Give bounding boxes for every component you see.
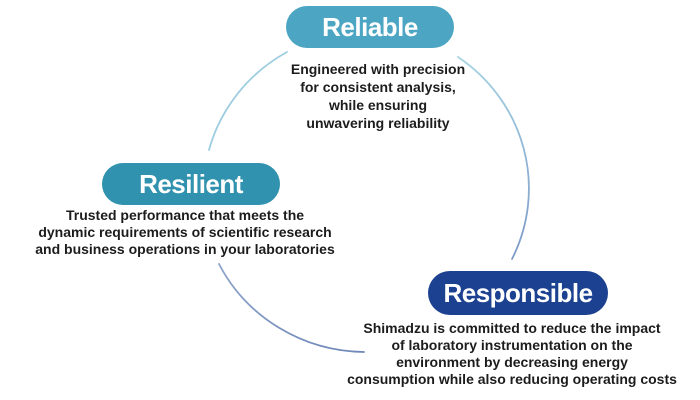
arc-reliable-to-responsible [457,56,530,260]
arc-resilient-to-responsible [218,263,365,353]
reliable-description: Engineered with precision for consistent… [290,61,466,131]
pill-responsible-label: Responsible [443,278,593,308]
pill-reliable: Reliable [286,6,454,48]
pill-resilient: Resilient [102,163,280,205]
pill-resilient-label: Resilient [139,169,243,199]
responsible-description: Shimadzu is committed to reduce the impa… [347,320,677,387]
arc-reliable-to-resilient [208,51,288,151]
pill-reliable-label: Reliable [322,12,418,42]
pill-responsible: Responsible [428,271,608,315]
resilient-description: Trusted performance that meets the dynam… [35,207,335,257]
